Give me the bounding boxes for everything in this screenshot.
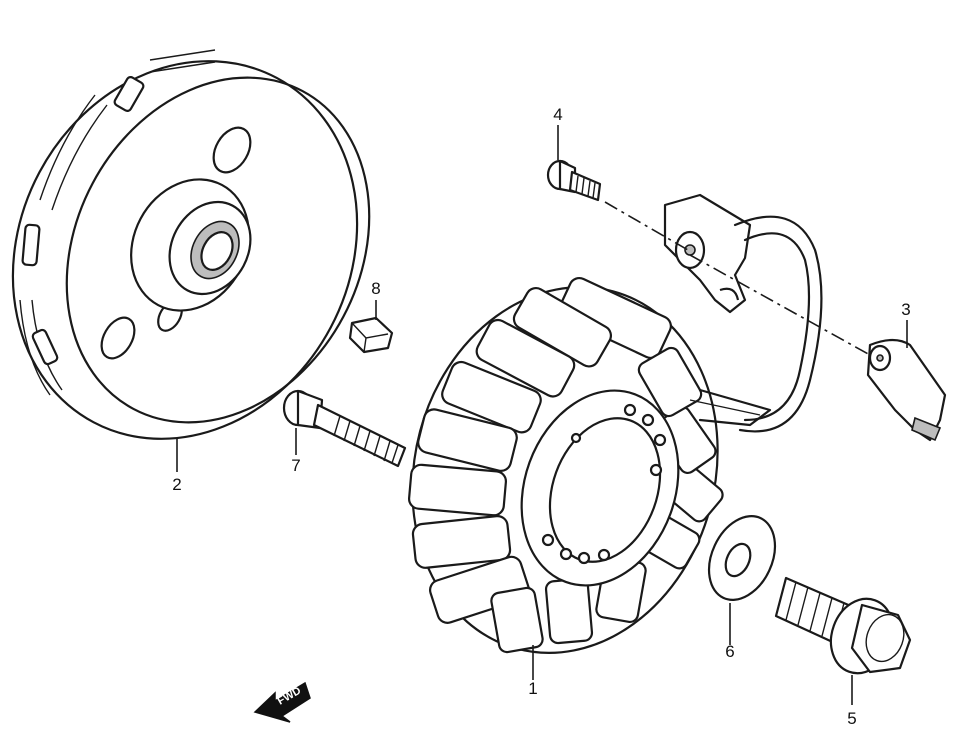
forward-arrow-icon: FWD [253, 681, 311, 723]
alignment-line-4 [604, 201, 689, 251]
leader-lines [176, 125, 908, 705]
bolt-part-5 [774, 576, 912, 675]
callout-5: 5 [847, 709, 856, 728]
callout-7: 7 [291, 456, 300, 475]
rotor-part [11, 49, 371, 440]
callout-labels: 1 2 3 4 5 6 7 8 [172, 105, 910, 728]
callout-1: 1 [528, 679, 537, 698]
callout-4: 4 [553, 105, 562, 124]
alignment-line-3 [689, 254, 871, 356]
callout-3: 3 [901, 300, 910, 319]
bolt-part-7 [282, 389, 407, 468]
clamp-part [663, 193, 947, 442]
stator-part [407, 277, 772, 654]
callout-6: 6 [725, 642, 734, 661]
key-part [348, 316, 394, 354]
bolt-part-4 [546, 159, 602, 202]
callout-8: 8 [371, 279, 380, 298]
callout-2: 2 [172, 475, 181, 494]
washer-part [707, 515, 777, 601]
